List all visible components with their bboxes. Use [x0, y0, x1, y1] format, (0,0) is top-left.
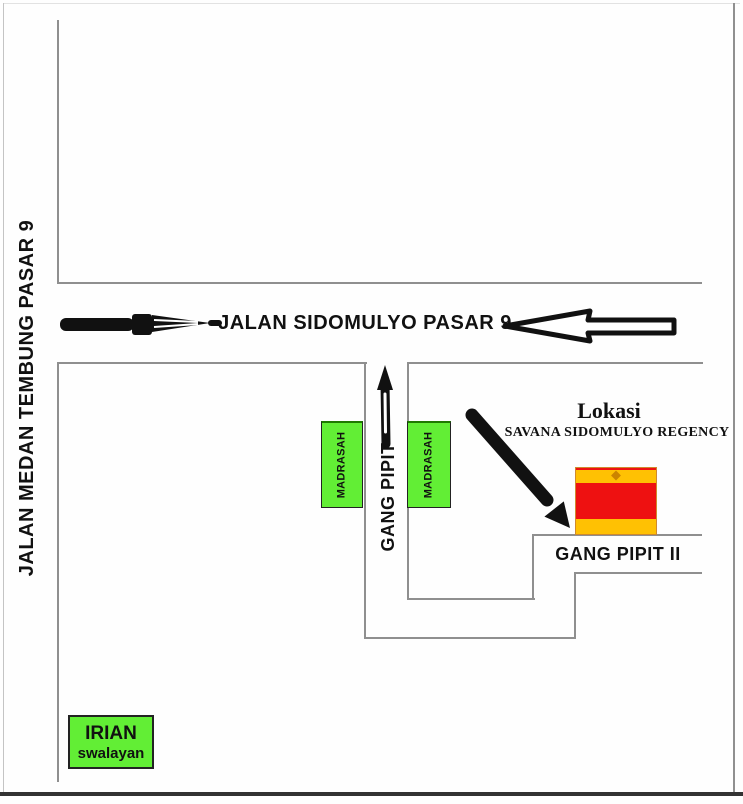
- page-border-left: [3, 3, 4, 793]
- street-line: [407, 362, 703, 364]
- arrow-west-icon: [502, 308, 677, 344]
- madrasah-right-label: MADRASAH: [422, 431, 435, 499]
- location-title: Lokasi: [577, 398, 641, 423]
- street-line: [574, 572, 576, 639]
- street-line: [532, 534, 702, 536]
- madrasah-left-label: MADRASAH: [335, 431, 348, 499]
- street-label-gang-pipit: GANG PIPIT: [378, 442, 398, 552]
- street-label-jalan-medan-tembung: JALAN MEDAN TEMBUNG PASAR 9: [16, 219, 38, 577]
- madrasah-right-building: MADRASAH: [407, 421, 451, 508]
- street-line: [364, 362, 366, 638]
- street-line: [532, 534, 534, 600]
- madrasah-left-building: MADRASAH: [321, 421, 363, 508]
- street-line: [57, 362, 59, 782]
- location-subtitle: SAVANA SIDOMULYO REGENCY: [504, 425, 730, 440]
- page-border-right: [733, 3, 735, 793]
- street-line: [57, 282, 702, 284]
- marker-bottom-band: [576, 519, 656, 534]
- page-border-bottom: [0, 792, 743, 796]
- arrow-north-icon: [377, 365, 393, 449]
- street-line: [364, 637, 576, 639]
- street-line: [57, 362, 367, 364]
- location-pointer-arrow-icon: [465, 408, 570, 528]
- street-label-gang-pipit-ii: GANG PIPIT II: [555, 544, 681, 564]
- page-border-top: [3, 3, 740, 4]
- street-line: [57, 20, 59, 283]
- arrow-east-icon: [60, 314, 222, 335]
- street-line: [574, 572, 702, 574]
- street-label-jalan-sidomulyo: JALAN SIDOMULYO PASAR 9: [218, 312, 512, 334]
- irian-label: IRIAN: [85, 722, 137, 744]
- location-marker-building: [575, 467, 657, 535]
- irian-swalayan-building: IRIAN swalayan: [68, 715, 154, 769]
- swalayan-label: swalayan: [77, 744, 145, 762]
- street-line: [407, 598, 535, 600]
